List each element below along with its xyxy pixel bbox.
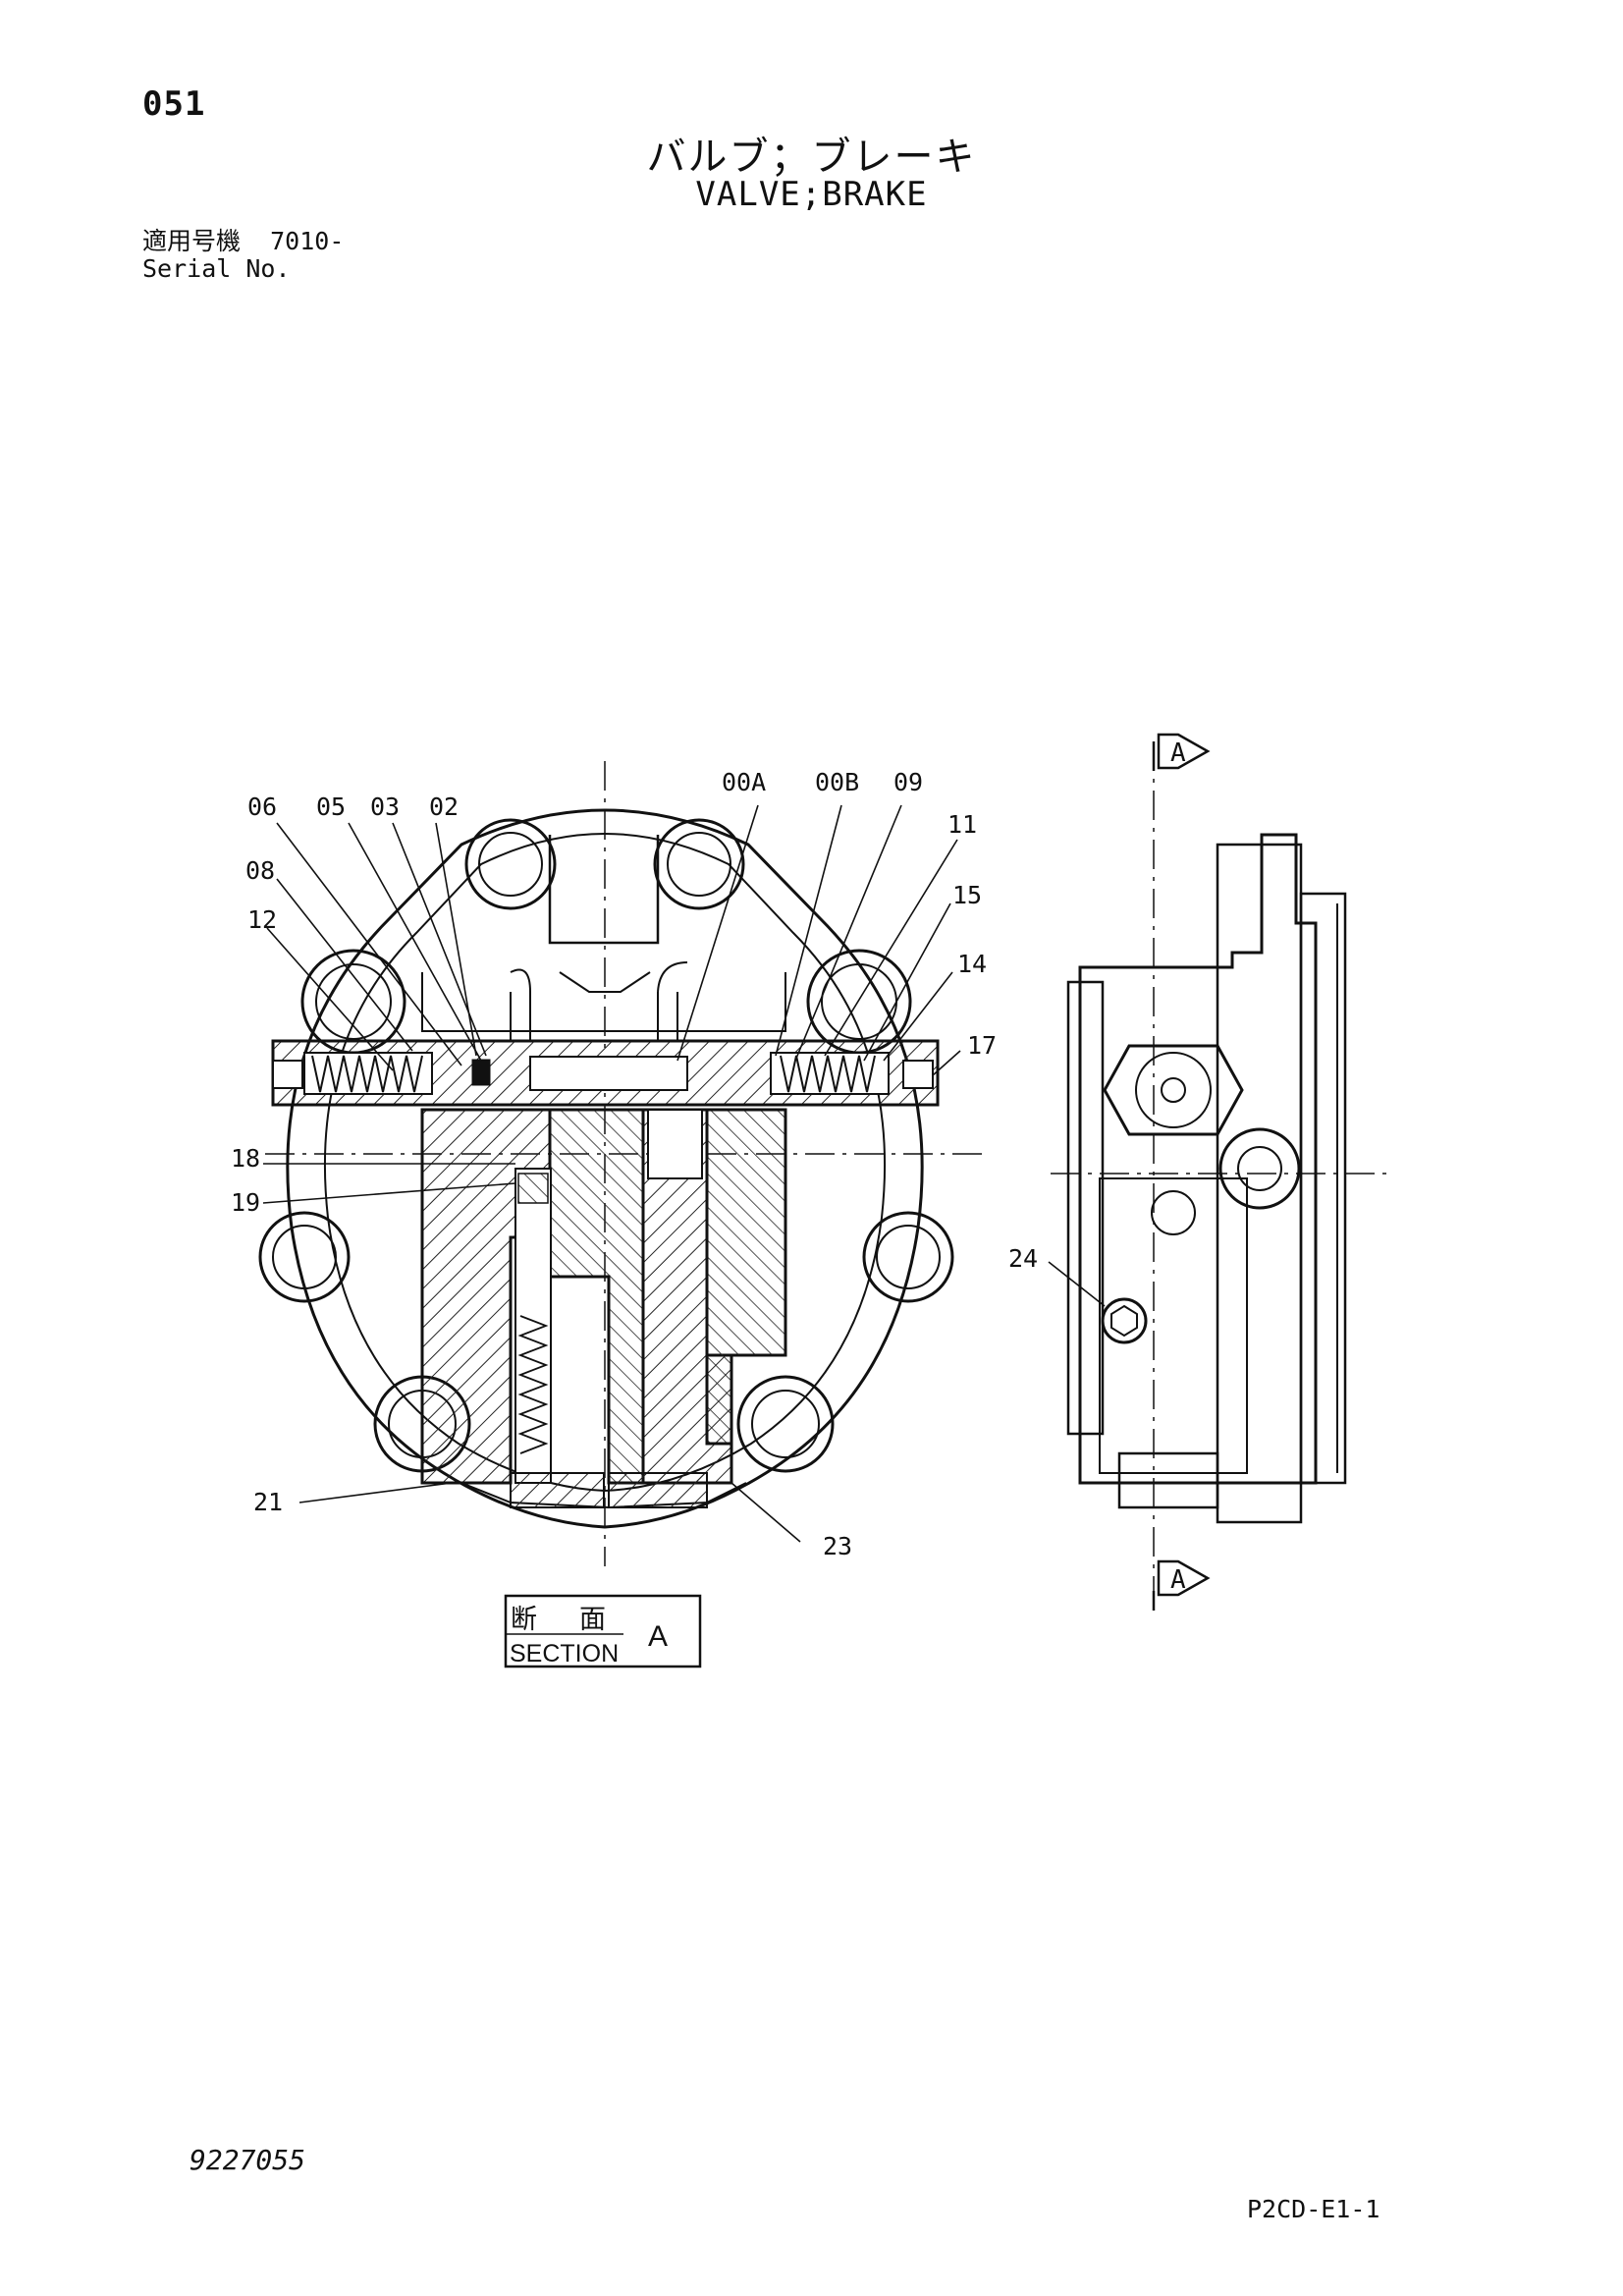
leader-lines (262, 804, 1106, 1543)
callouts: 06 05 03 02 00A 00B 09 08 12 11 15 14 17… (231, 768, 1038, 1560)
section-label-jp-2: 面 (579, 1605, 606, 1635)
callout-15: 15 (952, 881, 982, 909)
callout-12: 12 (247, 905, 277, 934)
callout-05: 05 (316, 793, 346, 821)
callout-06: 06 (247, 793, 277, 821)
serial-block: 適用号機 7010- Serial No. (142, 228, 344, 283)
callout-17: 17 (967, 1031, 997, 1060)
callout-00B: 00B (815, 768, 859, 796)
callout-19: 19 (231, 1188, 260, 1217)
section-label-box: 断 面 SECTION A (504, 1594, 702, 1668)
section-arrow-top-label: A (1170, 738, 1186, 768)
section-view (258, 761, 982, 1566)
section-arrow-bottom: A (1152, 1559, 1211, 1611)
callout-24: 24 (1008, 1244, 1038, 1273)
callout-21: 21 (253, 1488, 283, 1516)
section-arrow-bottom-label: A (1170, 1565, 1186, 1595)
document-number: 9227055 (189, 2144, 306, 2176)
callout-14: 14 (957, 950, 987, 978)
section-arrow-top: A (1152, 733, 1211, 771)
callout-03: 03 (370, 793, 400, 821)
callout-02: 02 (429, 793, 459, 821)
title-japanese: バルブ；ブレーキ (646, 135, 977, 180)
callout-18: 18 (231, 1144, 260, 1173)
page-number: 051 (142, 84, 206, 124)
callout-23: 23 (823, 1532, 852, 1560)
serial-value: 7010- (270, 227, 345, 255)
section-label-en: SECTION (510, 1640, 619, 1667)
section-label-jp-1: 断 (511, 1605, 537, 1635)
serial-label-jp: 適用号機 (142, 227, 242, 255)
callout-11: 11 (947, 810, 977, 839)
sheet-code: P2CD-E1-1 (1247, 2195, 1380, 2223)
serial-row-jp: 適用号機 7010- (142, 228, 344, 255)
callout-09: 09 (893, 768, 923, 796)
section-label-letter: A (648, 1620, 668, 1653)
title-english: VALVE;BRAKE (695, 175, 928, 214)
side-view (1051, 741, 1394, 1611)
serial-label-en: Serial No. (142, 254, 291, 283)
callout-08: 08 (245, 856, 275, 885)
callout-00A: 00A (722, 768, 766, 796)
